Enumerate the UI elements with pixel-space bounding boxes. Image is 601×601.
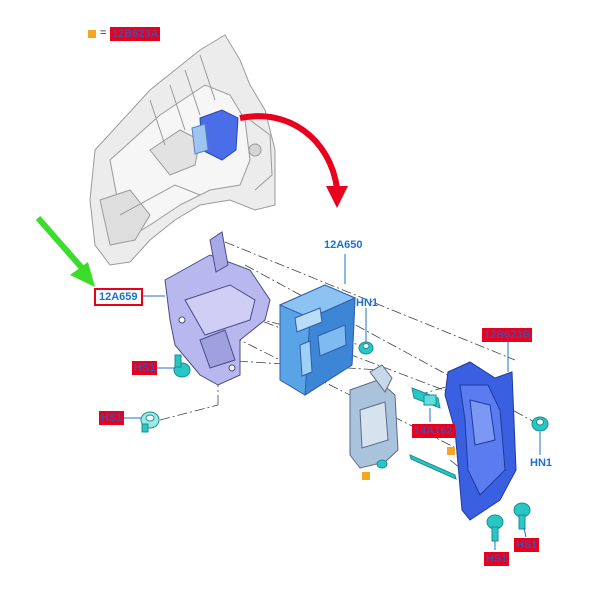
- orange-marker-housing: [362, 472, 370, 480]
- mount-housing: [349, 364, 399, 469]
- connector-14a162: [411, 387, 441, 409]
- orange-marker-rod: [447, 447, 455, 455]
- threaded-rod: [409, 454, 457, 480]
- bracket-12a659: [164, 231, 271, 386]
- label-hs1-left-bottom: HS1: [99, 411, 125, 425]
- vehicle-module-location: [191, 109, 239, 161]
- fastener-hs1-bottom-right: [513, 502, 531, 530]
- label-12a659: 12A659: [94, 288, 143, 306]
- label-hs1-left-top: HS1: [132, 361, 158, 375]
- legend-equals: =: [100, 27, 107, 39]
- vehicle-body-sketch: [89, 34, 276, 266]
- green-pointer-arrow: [35, 216, 95, 287]
- label-hn1-right: HN1: [530, 457, 553, 469]
- fastener-hs1-bottom-center: [486, 514, 504, 542]
- legend-orange-square: [88, 30, 96, 38]
- fastener-hs1-left: [173, 354, 191, 378]
- fastener-hs1-lower-left: [140, 411, 160, 433]
- fastener-housing-bottom: [376, 459, 388, 469]
- label-hs1-bottom-center: HS1: [484, 552, 510, 566]
- legend-code-label: 12B623A: [110, 27, 161, 41]
- leader-lines: [124, 254, 541, 550]
- cover-12b623b: [444, 361, 517, 521]
- label-14a162: 14A162: [412, 424, 455, 438]
- label-hs1-bottom-right: HS1: [514, 538, 540, 552]
- label-12b623b: 12B623B: [482, 328, 533, 342]
- fastener-hn1-right: [531, 416, 549, 432]
- module-12a650: [278, 284, 357, 396]
- label-12a650: 12A650: [324, 239, 363, 251]
- fastener-hn1-top: [358, 341, 374, 355]
- label-hn1-top: HN1: [356, 297, 379, 309]
- red-direction-arrow: [239, 113, 348, 208]
